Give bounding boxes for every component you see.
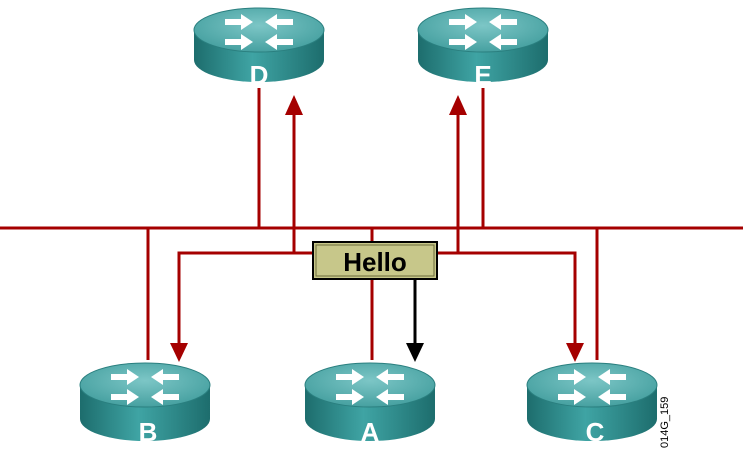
arrowheads xyxy=(170,95,584,362)
network-links xyxy=(0,88,743,360)
router-d: D xyxy=(193,7,325,90)
router-label-a: A xyxy=(361,417,380,447)
router-label-e: E xyxy=(474,60,491,90)
router-c: C xyxy=(526,362,658,447)
arrow-up-to-d xyxy=(285,95,303,115)
router-b: B xyxy=(79,362,211,447)
router-label-c: C xyxy=(586,417,605,447)
router-label-d: D xyxy=(250,60,269,90)
router-arrows-icon xyxy=(336,369,404,405)
hello-path-to-c xyxy=(372,251,577,348)
figure-id: 014G_159 xyxy=(659,397,671,448)
router-arrows-icon xyxy=(225,14,293,50)
hello-arrow-to-a xyxy=(406,278,424,362)
router-label-b: B xyxy=(139,417,158,447)
router-arrows-icon xyxy=(449,14,517,50)
arrow-down-to-b xyxy=(170,343,188,362)
router-a: A xyxy=(304,362,436,447)
arrow-down-to-c xyxy=(566,343,584,362)
hello-path-to-e xyxy=(372,112,460,255)
arrow-up-to-e xyxy=(449,95,467,115)
router-e: E xyxy=(417,7,549,90)
router-arrows-icon xyxy=(111,369,179,405)
hello-path-to-b xyxy=(177,251,372,348)
router-arrows-icon xyxy=(558,369,626,405)
hello-label: Hello xyxy=(343,247,407,277)
hello-packet: Hello xyxy=(312,241,438,280)
hello-path-to-d xyxy=(292,112,372,255)
